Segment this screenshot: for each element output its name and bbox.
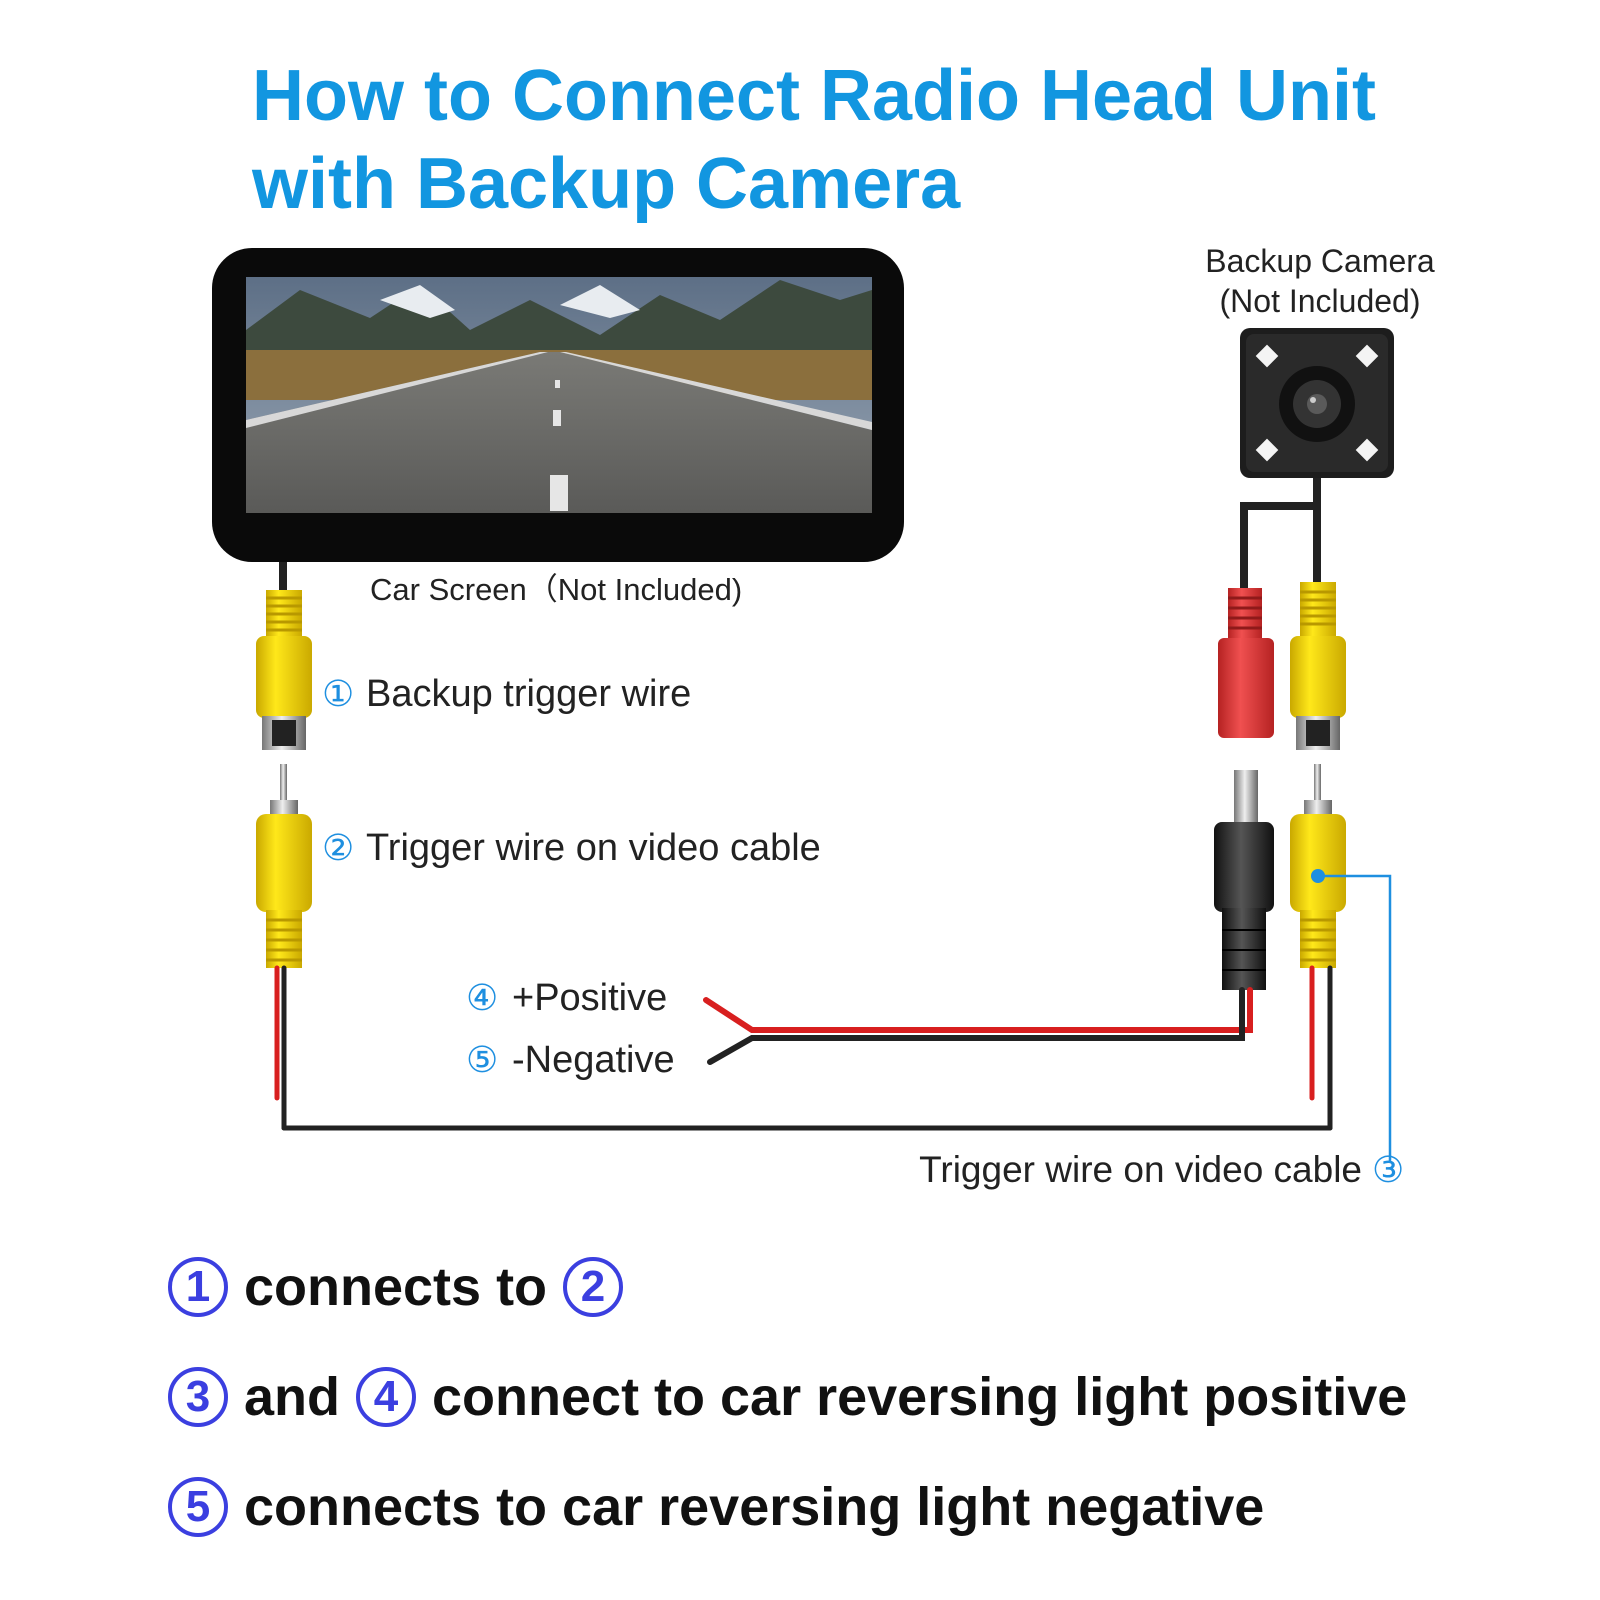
screen-cable <box>279 562 287 594</box>
car-screen-label: Car Screen（Not Included) <box>370 572 742 607</box>
rule-1-circle-b: 2 <box>563 1257 624 1317</box>
rule-2-circle-b: 4 <box>356 1367 417 1427</box>
left-rca-male-connector <box>256 764 312 968</box>
rule-3-circle-a: 5 <box>168 1477 228 1537</box>
callout-1-number: ① <box>322 674 354 715</box>
car-screen-display <box>246 277 872 513</box>
rule-1-text-a: connects to <box>244 1257 548 1317</box>
callout-1-text: Backup trigger wire <box>366 673 691 715</box>
rule-1-circle-a: 1 <box>168 1257 228 1317</box>
callout-4-text: +Positive <box>512 977 667 1019</box>
callout-4-number: ④ <box>466 978 498 1019</box>
page-title: How to Connect Radio Head Unit with Back… <box>252 52 1502 228</box>
callout-5-number: ⑤ <box>466 1040 498 1081</box>
rule-3-text-a: connects to car reversing light negative <box>244 1477 1265 1537</box>
car-screen <box>212 248 904 562</box>
page-title-line2: with Backup Camera <box>252 144 961 224</box>
callout-3-number: ③ <box>1372 1150 1404 1191</box>
dc-power-male-plug <box>1214 770 1274 990</box>
callout-2-number: ② <box>322 828 354 869</box>
rule-1: 1 connects to 2 <box>168 1232 1568 1342</box>
rule-2-text-b: connect to car reversing light positive <box>432 1367 1408 1427</box>
camera-led-lights <box>1255 344 1379 462</box>
backup-camera-note: (Not Included) <box>1220 283 1421 319</box>
rule-2: 3 and 4 connect to car reversing light p… <box>168 1342 1568 1452</box>
right-rca-male-connector <box>1290 764 1346 968</box>
callout-2-text: Trigger wire on video cable <box>366 827 821 869</box>
camera-rca-female-connector <box>1290 582 1346 750</box>
page-title-line1: How to Connect Radio Head Unit <box>252 56 1376 136</box>
camera-cables <box>1240 478 1321 590</box>
wiring <box>274 874 1392 1162</box>
camera-dc-power-female <box>1218 588 1274 738</box>
backup-camera-label: Backup Camera <box>1205 243 1435 279</box>
rule-2-text-a: and <box>244 1367 341 1427</box>
left-rca-female-connector <box>256 590 312 750</box>
connection-rules: 1 connects to 2 3 and 4 connect to car r… <box>168 1232 1568 1562</box>
rule-2-circle-a: 3 <box>168 1367 228 1427</box>
rule-3: 5 connects to car reversing light negati… <box>168 1452 1568 1562</box>
callout-5-text: -Negative <box>512 1039 675 1081</box>
trigger-wire-3-point <box>1311 869 1325 883</box>
callout-3-text: Trigger wire on video cable <box>919 1149 1362 1190</box>
backup-camera <box>1240 328 1394 478</box>
